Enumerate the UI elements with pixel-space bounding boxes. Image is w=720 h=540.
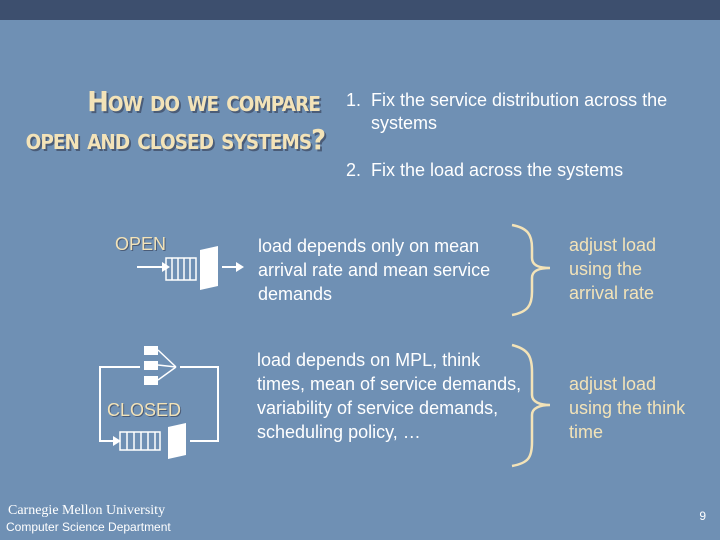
point-1: 1. Fix the service distribution across t… [346, 89, 706, 135]
open-queue-icon [165, 257, 197, 281]
top-bar [0, 0, 720, 20]
point-1-text: Fix the service distribution across the … [371, 90, 668, 133]
title-line-1: How do we compare [87, 85, 321, 118]
point-2: 2. Fix the load across the systems [346, 159, 706, 182]
closed-brace [511, 343, 551, 468]
closed-queue-icon [119, 431, 161, 451]
closed-system-diagram [99, 346, 219, 459]
closed-server-icon [168, 423, 186, 459]
point-1-number: 1. [346, 90, 362, 110]
open-system-diagram [137, 246, 244, 290]
closed-label: CLOSED [107, 400, 182, 420]
department-name: Computer Science Department [6, 520, 171, 534]
open-server-icon [200, 246, 218, 290]
open-brace [511, 223, 551, 317]
title-line-2: open and closed systems? [25, 123, 327, 156]
open-adjust-note: adjust load using the arrival rate [569, 235, 657, 303]
point-2-text: Fix the load across the systems [371, 160, 624, 180]
closed-adjust-note: adjust load using the think time [569, 374, 686, 442]
terminals-icon [144, 346, 177, 385]
page-number: 9 [699, 509, 706, 523]
point-2-number: 2. [346, 160, 362, 180]
open-label: OPEN [115, 234, 167, 254]
university-logo: Carnegie Mellon University [8, 503, 166, 518]
open-description: load depends only on mean arrival rate a… [258, 236, 491, 304]
slide-title: How do we compare open and closed system… [25, 83, 327, 159]
closed-description: load depends on MPL, think times, mean o… [257, 350, 522, 442]
